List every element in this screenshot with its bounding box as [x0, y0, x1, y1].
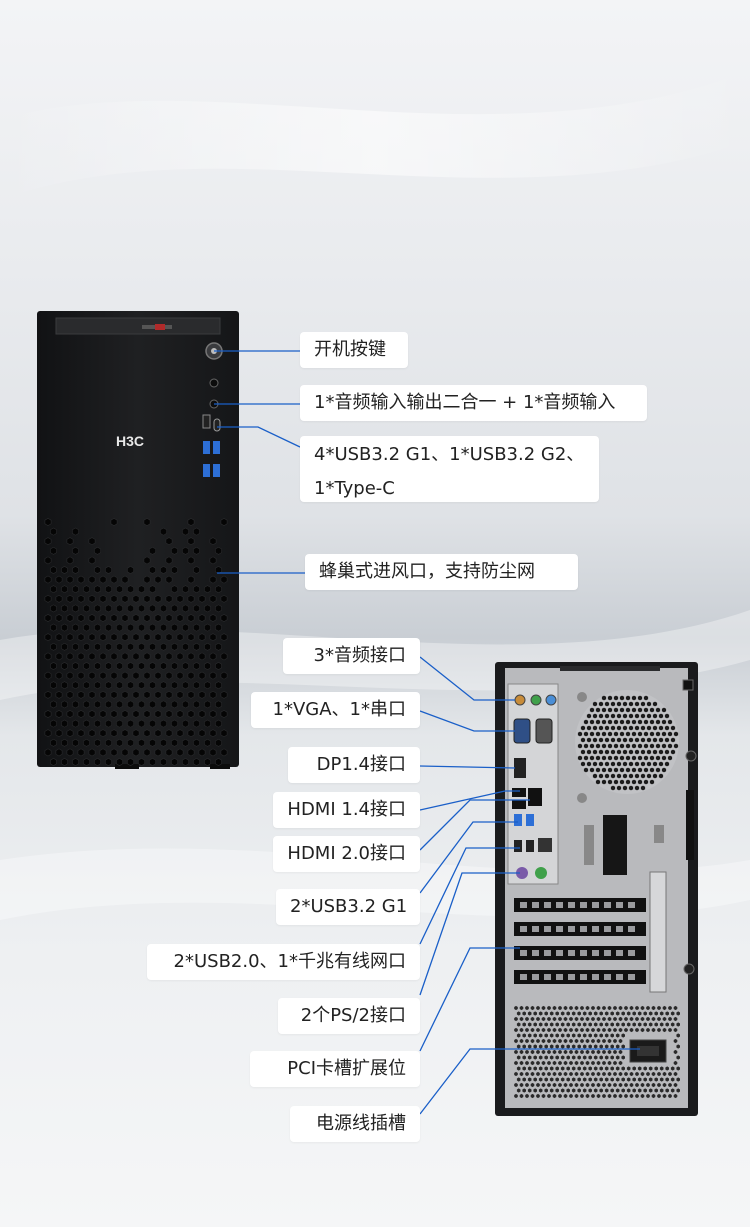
label-dp: DP1.4接口 — [288, 747, 420, 783]
leader-usb20 — [420, 848, 520, 944]
label-audio-combo: 1*音频输入输出二合一 + 1*音频输入 — [300, 385, 647, 421]
leader-power-socket — [420, 1049, 640, 1114]
label-pci-slot: PCI卡槽扩展位 — [250, 1051, 420, 1087]
leader-audio3 — [420, 657, 515, 700]
leader-hdmi20 — [420, 800, 530, 850]
leader-ps2 — [420, 873, 520, 995]
label-ps2: 2个PS/2接口 — [278, 998, 420, 1034]
label-power-socket: 电源线插槽 — [290, 1106, 420, 1142]
label-front-usb: 4*USB3.2 G1、1*USB3.2 G2、 1*Type-C — [300, 436, 599, 502]
label-audio-ports: 3*音频接口 — [283, 638, 420, 674]
leader-vga — [420, 711, 515, 731]
leader-dp — [420, 766, 515, 768]
label-honeycomb-vent: 蜂巢式进风口，支持防尘网 — [305, 554, 578, 590]
leader-pci — [420, 948, 520, 1051]
leader-usb32 — [420, 822, 518, 893]
leader-usb — [217, 427, 300, 447]
label-usb32: 2*USB3.2 G1 — [276, 889, 420, 925]
label-hdmi14: HDMI 1.4接口 — [273, 792, 420, 828]
label-usb20-lan: 2*USB2.0、1*千兆有线网口 — [147, 944, 420, 980]
label-power-button: 开机按键 — [300, 332, 408, 368]
label-vga-serial: 1*VGA、1*串口 — [251, 692, 420, 728]
label-hdmi20: HDMI 2.0接口 — [273, 836, 420, 872]
